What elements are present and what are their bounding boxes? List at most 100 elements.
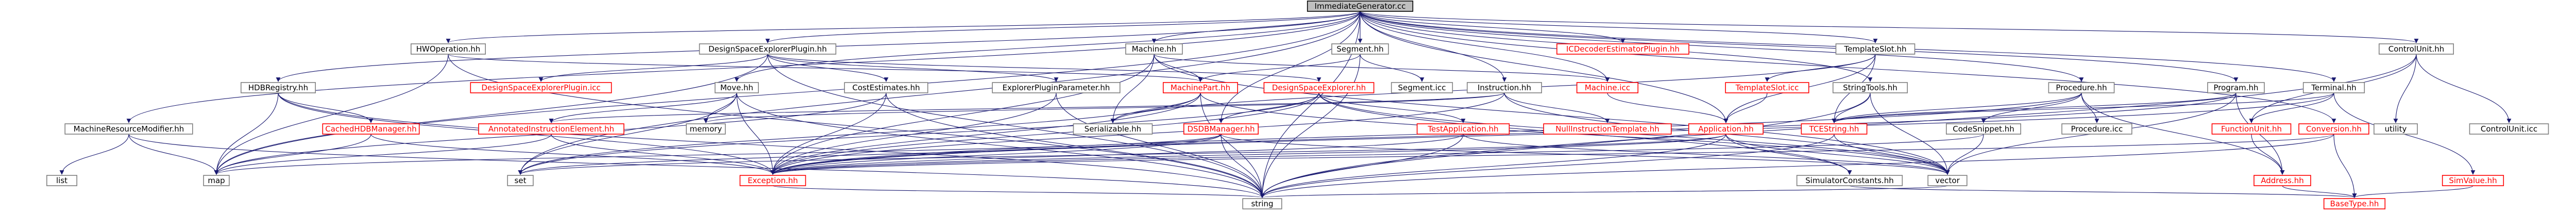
node-vector[interactable]: vector bbox=[1927, 175, 1968, 186]
node-icdec-hh[interactable]: ICDecoderEstimatorPlugin.hh bbox=[1556, 43, 1689, 55]
node-testapp-hh[interactable]: TestApplication.hh bbox=[1416, 123, 1510, 135]
edge-testapp_hh-to-vector bbox=[1463, 134, 1950, 175]
node-explorerparam-hh[interactable]: ExplorerPluginParameter.hh bbox=[992, 82, 1121, 93]
edge-costestimates_hh-to-string bbox=[886, 92, 1265, 198]
node-box bbox=[1263, 82, 1375, 93]
node-instruction-hh[interactable]: Instruction.hh bbox=[1467, 82, 1543, 93]
node-label: DSDBManager.hh bbox=[1187, 124, 1255, 134]
node-cachedhdb-hh[interactable]: CachedHDBManager.hh bbox=[322, 123, 420, 135]
node-label: Application.hh bbox=[1698, 124, 1754, 134]
node-nullinstr-hh[interactable]: NullInstructionTemplate.hh bbox=[1543, 123, 1672, 135]
node-address-hh[interactable]: Address.hh bbox=[2253, 175, 2311, 186]
node-controlunit-icc[interactable]: ControlUnit.icc bbox=[2469, 123, 2549, 135]
node-label: Segment.hh bbox=[1336, 44, 1383, 54]
node-segment-icc[interactable]: Segment.icc bbox=[1391, 82, 1453, 93]
edge-annotated_hh-to-map bbox=[214, 134, 552, 175]
node-conversion-hh[interactable]: Conversion.hh bbox=[2298, 123, 2369, 135]
node-box bbox=[478, 123, 624, 135]
node-program-hh[interactable]: Program.hh bbox=[2207, 82, 2265, 93]
node-tcestring-hh[interactable]: TCEString.hh bbox=[1801, 123, 1868, 135]
node-annotated-hh[interactable]: AnnotatedInstructionElement.hh bbox=[478, 123, 624, 135]
edge-instruction_hh-to-nullinstr_hh bbox=[1504, 92, 1610, 123]
node-dsep-icc[interactable]: DesignSpaceExplorerPlugin.icc bbox=[470, 82, 612, 93]
edge-root-to-machine_icc bbox=[1360, 11, 1610, 82]
edge-terminal_hh-to-tcestring_hh bbox=[1832, 92, 2334, 123]
node-box bbox=[2302, 82, 2365, 93]
edge-root-to-program_hh bbox=[1360, 11, 2239, 82]
node-list[interactable]: list bbox=[46, 175, 78, 186]
node-box bbox=[240, 82, 316, 93]
node-label: Move.hh bbox=[720, 83, 753, 92]
node-simvalue-hh[interactable]: SimValue.hh bbox=[2442, 175, 2504, 186]
node-costestimates-hh[interactable]: CostEstimates.hh bbox=[844, 82, 928, 93]
node-label: TestApplication.hh bbox=[1427, 124, 1498, 134]
node-hdbregistry-hh[interactable]: HDBRegistry.hh bbox=[240, 82, 316, 93]
node-label: StringTools.hh bbox=[1843, 83, 1897, 92]
node-box bbox=[1163, 82, 1239, 93]
node-root: ImmediateGenerator.cc bbox=[1307, 1, 1414, 12]
edge-functionunit_hh-to-address_hh bbox=[2251, 134, 2285, 175]
node-box bbox=[1946, 123, 2022, 135]
node-machine-icc[interactable]: Machine.icc bbox=[1576, 82, 1639, 93]
edge-dsdbmanager_hh-to-set bbox=[518, 134, 1222, 175]
edge-machinepart_hh-to-string bbox=[1200, 92, 1265, 198]
node-box bbox=[2048, 82, 2115, 93]
edge-application_hh-to-set bbox=[518, 134, 1726, 175]
node-box bbox=[46, 175, 78, 186]
node-utility[interactable]: utility bbox=[2374, 123, 2418, 135]
node-memory[interactable]: memory bbox=[686, 123, 726, 135]
node-dsdbmanager-hh[interactable]: DSDBManager.hh bbox=[1183, 123, 1259, 135]
node-box bbox=[1307, 1, 1414, 12]
node-box bbox=[1391, 82, 1453, 93]
node-exception-hh[interactable]: Exception.hh bbox=[739, 175, 806, 186]
node-label: TCEString.hh bbox=[1809, 124, 1859, 134]
node-machine-hh[interactable]: Machine.hh bbox=[1125, 43, 1183, 55]
node-label: FunctionUnit.hh bbox=[2221, 124, 2282, 134]
node-box bbox=[739, 175, 806, 186]
edge-move_hh-to-set bbox=[518, 92, 737, 175]
node-machineresmod-hh[interactable]: MachineResourceModifier.hh bbox=[64, 123, 193, 135]
node-templateslot-icc[interactable]: TemplateSlot.icc bbox=[1725, 82, 1809, 93]
node-dsep-hh[interactable]: DesignSpaceExplorerPlugin.hh bbox=[699, 43, 837, 55]
node-box bbox=[2378, 43, 2454, 55]
edge-stringtools_hh-to-vector bbox=[1870, 92, 1950, 175]
node-label: HDBRegistry.hh bbox=[248, 83, 308, 92]
node-box bbox=[2061, 123, 2132, 135]
node-simconst-hh[interactable]: SimulatorConstants.hh bbox=[1796, 175, 1903, 186]
node-move-hh[interactable]: Move.hh bbox=[715, 82, 759, 93]
edge-machinepart_hh-to-exception_hh bbox=[770, 92, 1201, 175]
node-set[interactable]: set bbox=[507, 175, 534, 186]
node-stringtools-hh[interactable]: StringTools.hh bbox=[1833, 82, 1908, 93]
node-box bbox=[64, 123, 193, 135]
node-hwop-hh[interactable]: HWOperation.hh bbox=[410, 43, 486, 55]
node-serializable-hh[interactable]: Serializable.hh bbox=[1073, 123, 1153, 135]
node-label: HWOperation.hh bbox=[416, 44, 481, 54]
node-label: TemplateSlot.hh bbox=[1844, 44, 1907, 54]
node-label: utility bbox=[2385, 124, 2407, 134]
node-map[interactable]: map bbox=[203, 175, 230, 186]
node-procedure-hh[interactable]: Procedure.hh bbox=[2048, 82, 2115, 93]
node-basetype-hh[interactable]: BaseType.hh bbox=[2323, 198, 2386, 209]
node-templateslot-hh[interactable]: TemplateSlot.hh bbox=[1835, 43, 1916, 55]
edge-dse_hh-to-exception_hh bbox=[770, 92, 1319, 175]
node-segment-hh[interactable]: Segment.hh bbox=[1331, 43, 1389, 55]
node-controlunit-hh[interactable]: ControlUnit.hh bbox=[2378, 43, 2454, 55]
edge-root-to-conversion_hh bbox=[1360, 11, 2336, 123]
node-string[interactable]: string bbox=[1242, 198, 1282, 209]
node-procedure-icc[interactable]: Procedure.icc bbox=[2061, 123, 2132, 135]
edge-conversion_hh-to-exception_hh bbox=[771, 134, 2334, 175]
node-label: SimValue.hh bbox=[2449, 176, 2497, 185]
edge-machineresmod_hh-to-map bbox=[128, 134, 219, 175]
node-label: string bbox=[1251, 199, 1273, 208]
node-label: ControlUnit.icc bbox=[2481, 124, 2537, 134]
node-functionunit-hh[interactable]: FunctionUnit.hh bbox=[2211, 123, 2292, 135]
edge-dsep_hh-to-dse_hh bbox=[767, 54, 1321, 82]
node-terminal-hh[interactable]: Terminal.hh bbox=[2302, 82, 2365, 93]
node-box bbox=[1331, 43, 1389, 55]
edge-root-to-set bbox=[518, 11, 1361, 175]
node-machinepart-hh[interactable]: MachinePart.hh bbox=[1163, 82, 1239, 93]
node-dse-hh[interactable]: DesignSpaceExplorer.hh bbox=[1263, 82, 1375, 93]
node-codesnippet-hh[interactable]: CodeSnippet.hh bbox=[1946, 123, 2022, 135]
node-application-hh[interactable]: Application.hh bbox=[1688, 123, 1764, 135]
